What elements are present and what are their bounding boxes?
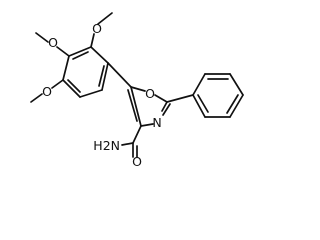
chemical-structure-diagram: O O O O N O H2N <box>30 12 244 169</box>
bond <box>30 93 43 103</box>
atom-label-o-amide: O <box>132 154 142 169</box>
bond <box>121 142 134 146</box>
bond <box>154 94 168 103</box>
bond <box>132 125 142 144</box>
methoxy-lower <box>30 79 64 103</box>
bond <box>35 32 49 43</box>
bond <box>90 46 109 64</box>
bond <box>62 55 70 81</box>
atom-label-nh2: H2N <box>93 138 120 153</box>
bond <box>192 94 206 118</box>
carboxamide-group <box>121 125 142 158</box>
bond <box>130 86 146 92</box>
bond <box>197 94 209 113</box>
atom-label-o-methoxy-middle: O <box>48 35 58 50</box>
phenyl-ring <box>166 73 244 118</box>
bond <box>229 94 244 118</box>
bond <box>107 62 132 88</box>
atom-label-n-oxazole: N <box>152 115 161 130</box>
bond <box>161 101 168 112</box>
atom-label-o-methoxy-top: O <box>92 21 102 36</box>
atom-label-o-methoxy-lower: O <box>42 84 52 99</box>
bond <box>97 12 113 25</box>
trimethoxyphenyl-ring <box>62 46 109 98</box>
structure-canvas: O O O O N O H2N <box>30 12 244 169</box>
bond <box>72 51 89 60</box>
bond <box>67 79 81 93</box>
oxazole-ring <box>107 62 171 127</box>
bond <box>101 62 109 91</box>
bond <box>62 79 81 98</box>
methoxy-top <box>90 12 113 48</box>
bond <box>130 86 142 127</box>
bond <box>162 103 171 116</box>
bond <box>56 46 70 57</box>
bond <box>68 46 92 57</box>
bond <box>51 79 64 89</box>
bond <box>127 89 138 122</box>
bond <box>98 65 105 87</box>
bond <box>226 94 239 114</box>
bond <box>79 89 103 98</box>
atom-label-o-oxazole: O <box>145 86 155 101</box>
bond <box>90 33 95 48</box>
bond <box>192 73 206 96</box>
bond <box>140 123 154 127</box>
methoxy-middle <box>35 32 70 57</box>
bond <box>229 73 244 96</box>
bond <box>166 94 194 103</box>
